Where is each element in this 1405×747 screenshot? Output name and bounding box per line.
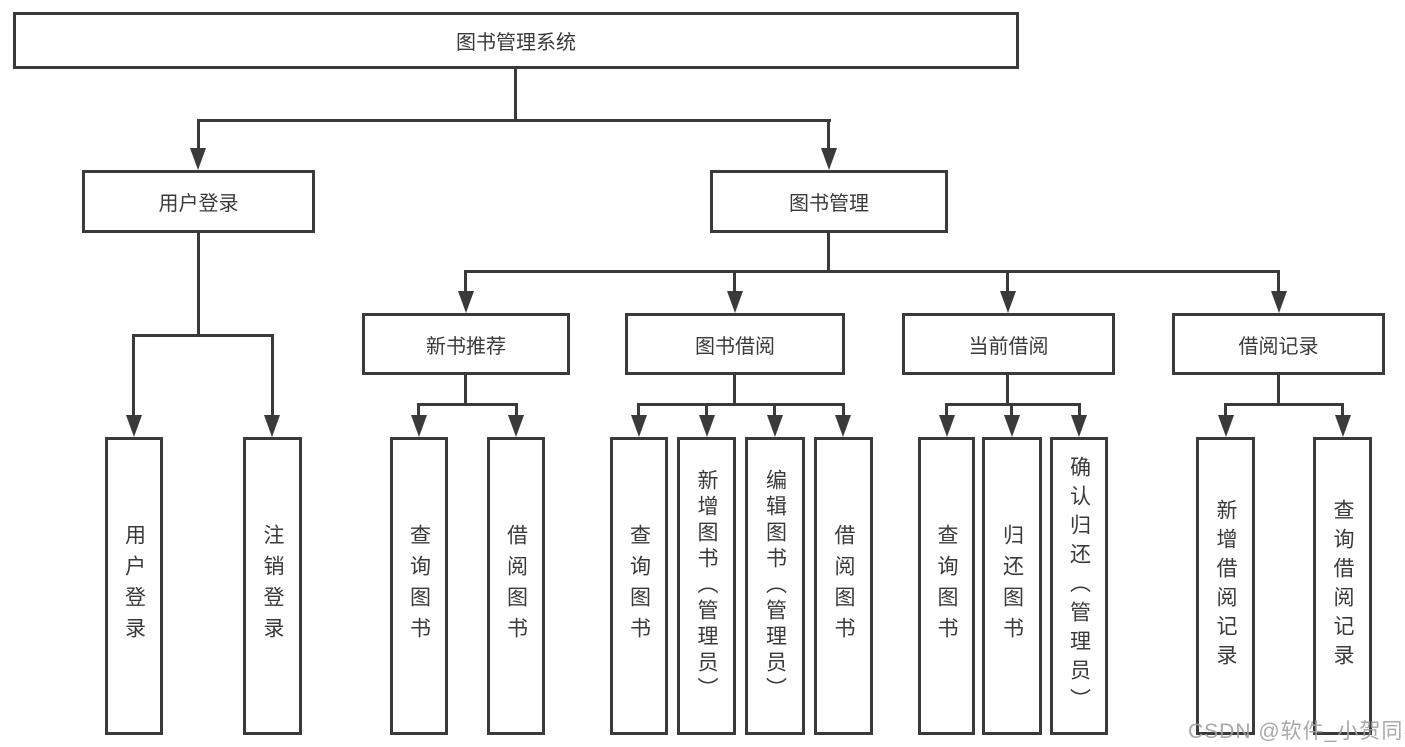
connector-branch-level3 — [464, 270, 1280, 273]
connector-branch-userlogin — [132, 334, 274, 337]
arrow-down-icon — [1335, 415, 1351, 437]
leaf-add-books-admin: 新增图书（管理员） — [677, 437, 736, 735]
leaf-label: 查询图书 — [935, 524, 958, 648]
leaf-label: 用户登录 — [122, 524, 146, 648]
connector-stem — [637, 404, 640, 417]
connector-stem — [1006, 271, 1009, 293]
leaf-borrow-books-recommend: 借阅图书 — [487, 437, 545, 735]
connector-stem — [132, 335, 135, 417]
arrow-down-icon — [1000, 291, 1016, 313]
connector-bookmgmt-stem — [827, 233, 830, 272]
connector-stem — [1224, 404, 1227, 417]
arrow-down-icon — [699, 415, 715, 437]
connector-branch-level2 — [197, 119, 831, 122]
leaf-label: 注销登录 — [261, 524, 284, 648]
leaf-borrow-books: 借阅图书 — [814, 437, 873, 735]
arrow-down-icon — [264, 415, 280, 437]
connector-branch — [417, 403, 518, 406]
arrow-down-icon — [767, 415, 783, 437]
leaf-query-books-current: 查询图书 — [918, 437, 975, 735]
leaf-label: 借阅图书 — [832, 524, 855, 648]
leaf-add-borrow-record: 新增借阅记录 — [1196, 437, 1255, 735]
leaf-query-borrow-record: 查询借阅记录 — [1313, 437, 1372, 735]
connector-branch — [945, 403, 1081, 406]
arrow-down-icon — [508, 415, 524, 437]
connector-stem — [1078, 404, 1081, 417]
connector-stem — [705, 404, 708, 417]
connector-stem — [464, 375, 467, 406]
arrow-down-icon — [1004, 415, 1020, 437]
node-user-login: 用户登录 — [82, 170, 315, 233]
leaf-label: 查询借阅记录 — [1331, 499, 1354, 673]
connector-stem — [1010, 404, 1013, 417]
leaf-return-books: 归还图书 — [982, 437, 1042, 735]
leaf-logout: 注销登录 — [243, 437, 302, 735]
leaf-label: 确认归还（管理员） — [1067, 455, 1091, 717]
arrow-down-icon — [631, 415, 647, 437]
node-book-management: 图书管理 — [710, 170, 948, 233]
connector-stem — [842, 404, 845, 417]
node-root: 图书管理系统 — [13, 12, 1019, 69]
connector-stem — [197, 120, 200, 150]
arrow-down-icon — [1218, 415, 1234, 437]
arrow-down-icon — [1271, 291, 1287, 313]
leaf-user-login: 用户登录 — [105, 437, 163, 735]
arrow-down-icon — [727, 291, 743, 313]
connector-stem — [417, 404, 420, 417]
leaf-query-books-borrow: 查询图书 — [610, 437, 668, 735]
connector-stem — [515, 404, 518, 417]
node-book-borrow: 图书借阅 — [625, 313, 845, 375]
arrow-down-icon — [835, 415, 851, 437]
leaf-label: 查询图书 — [407, 524, 431, 648]
connector-root-stem — [514, 68, 517, 122]
connector-branch — [1224, 403, 1344, 406]
leaf-confirm-return-admin: 确认归还（管理员） — [1050, 437, 1108, 735]
leaf-label: 编辑图书（管理员） — [763, 469, 787, 703]
csdn-watermark: CSDN @软件_小贺同学 — [1188, 720, 1405, 743]
node-current-borrow: 当前借阅 — [902, 313, 1115, 375]
connector-userlogin-stem — [197, 233, 200, 337]
arrow-down-icon — [939, 415, 955, 437]
leaf-label: 新增借阅记录 — [1214, 499, 1237, 673]
leaf-label: 新增图书（管理员） — [695, 469, 718, 703]
node-borrow-record: 借阅记录 — [1172, 313, 1385, 375]
connector-stem — [464, 271, 467, 293]
connector-branch — [637, 403, 845, 406]
leaf-edit-books-admin: 编辑图书（管理员） — [745, 437, 805, 735]
leaf-label: 归还图书 — [1000, 524, 1024, 648]
connector-stem — [773, 404, 776, 417]
arrow-down-icon — [1071, 415, 1087, 437]
node-new-book-recommend: 新书推荐 — [362, 313, 570, 375]
connector-stem — [945, 404, 948, 417]
connector-stem — [827, 120, 830, 150]
arrow-down-icon — [126, 415, 142, 437]
connector-stem — [1277, 375, 1280, 406]
connector-stem — [271, 335, 274, 417]
arrow-down-icon — [190, 148, 206, 170]
leaf-label: 查询图书 — [627, 524, 651, 648]
arrow-down-icon — [411, 415, 427, 437]
arrow-down-icon — [458, 291, 474, 313]
connector-stem — [1006, 375, 1009, 406]
connector-stem — [1277, 271, 1280, 293]
connector-stem — [1341, 404, 1344, 417]
leaf-query-books-recommend: 查询图书 — [390, 437, 448, 735]
connector-stem — [733, 271, 736, 293]
leaf-label: 借阅图书 — [504, 524, 528, 648]
connector-stem — [733, 375, 736, 406]
arrow-down-icon — [821, 148, 837, 170]
